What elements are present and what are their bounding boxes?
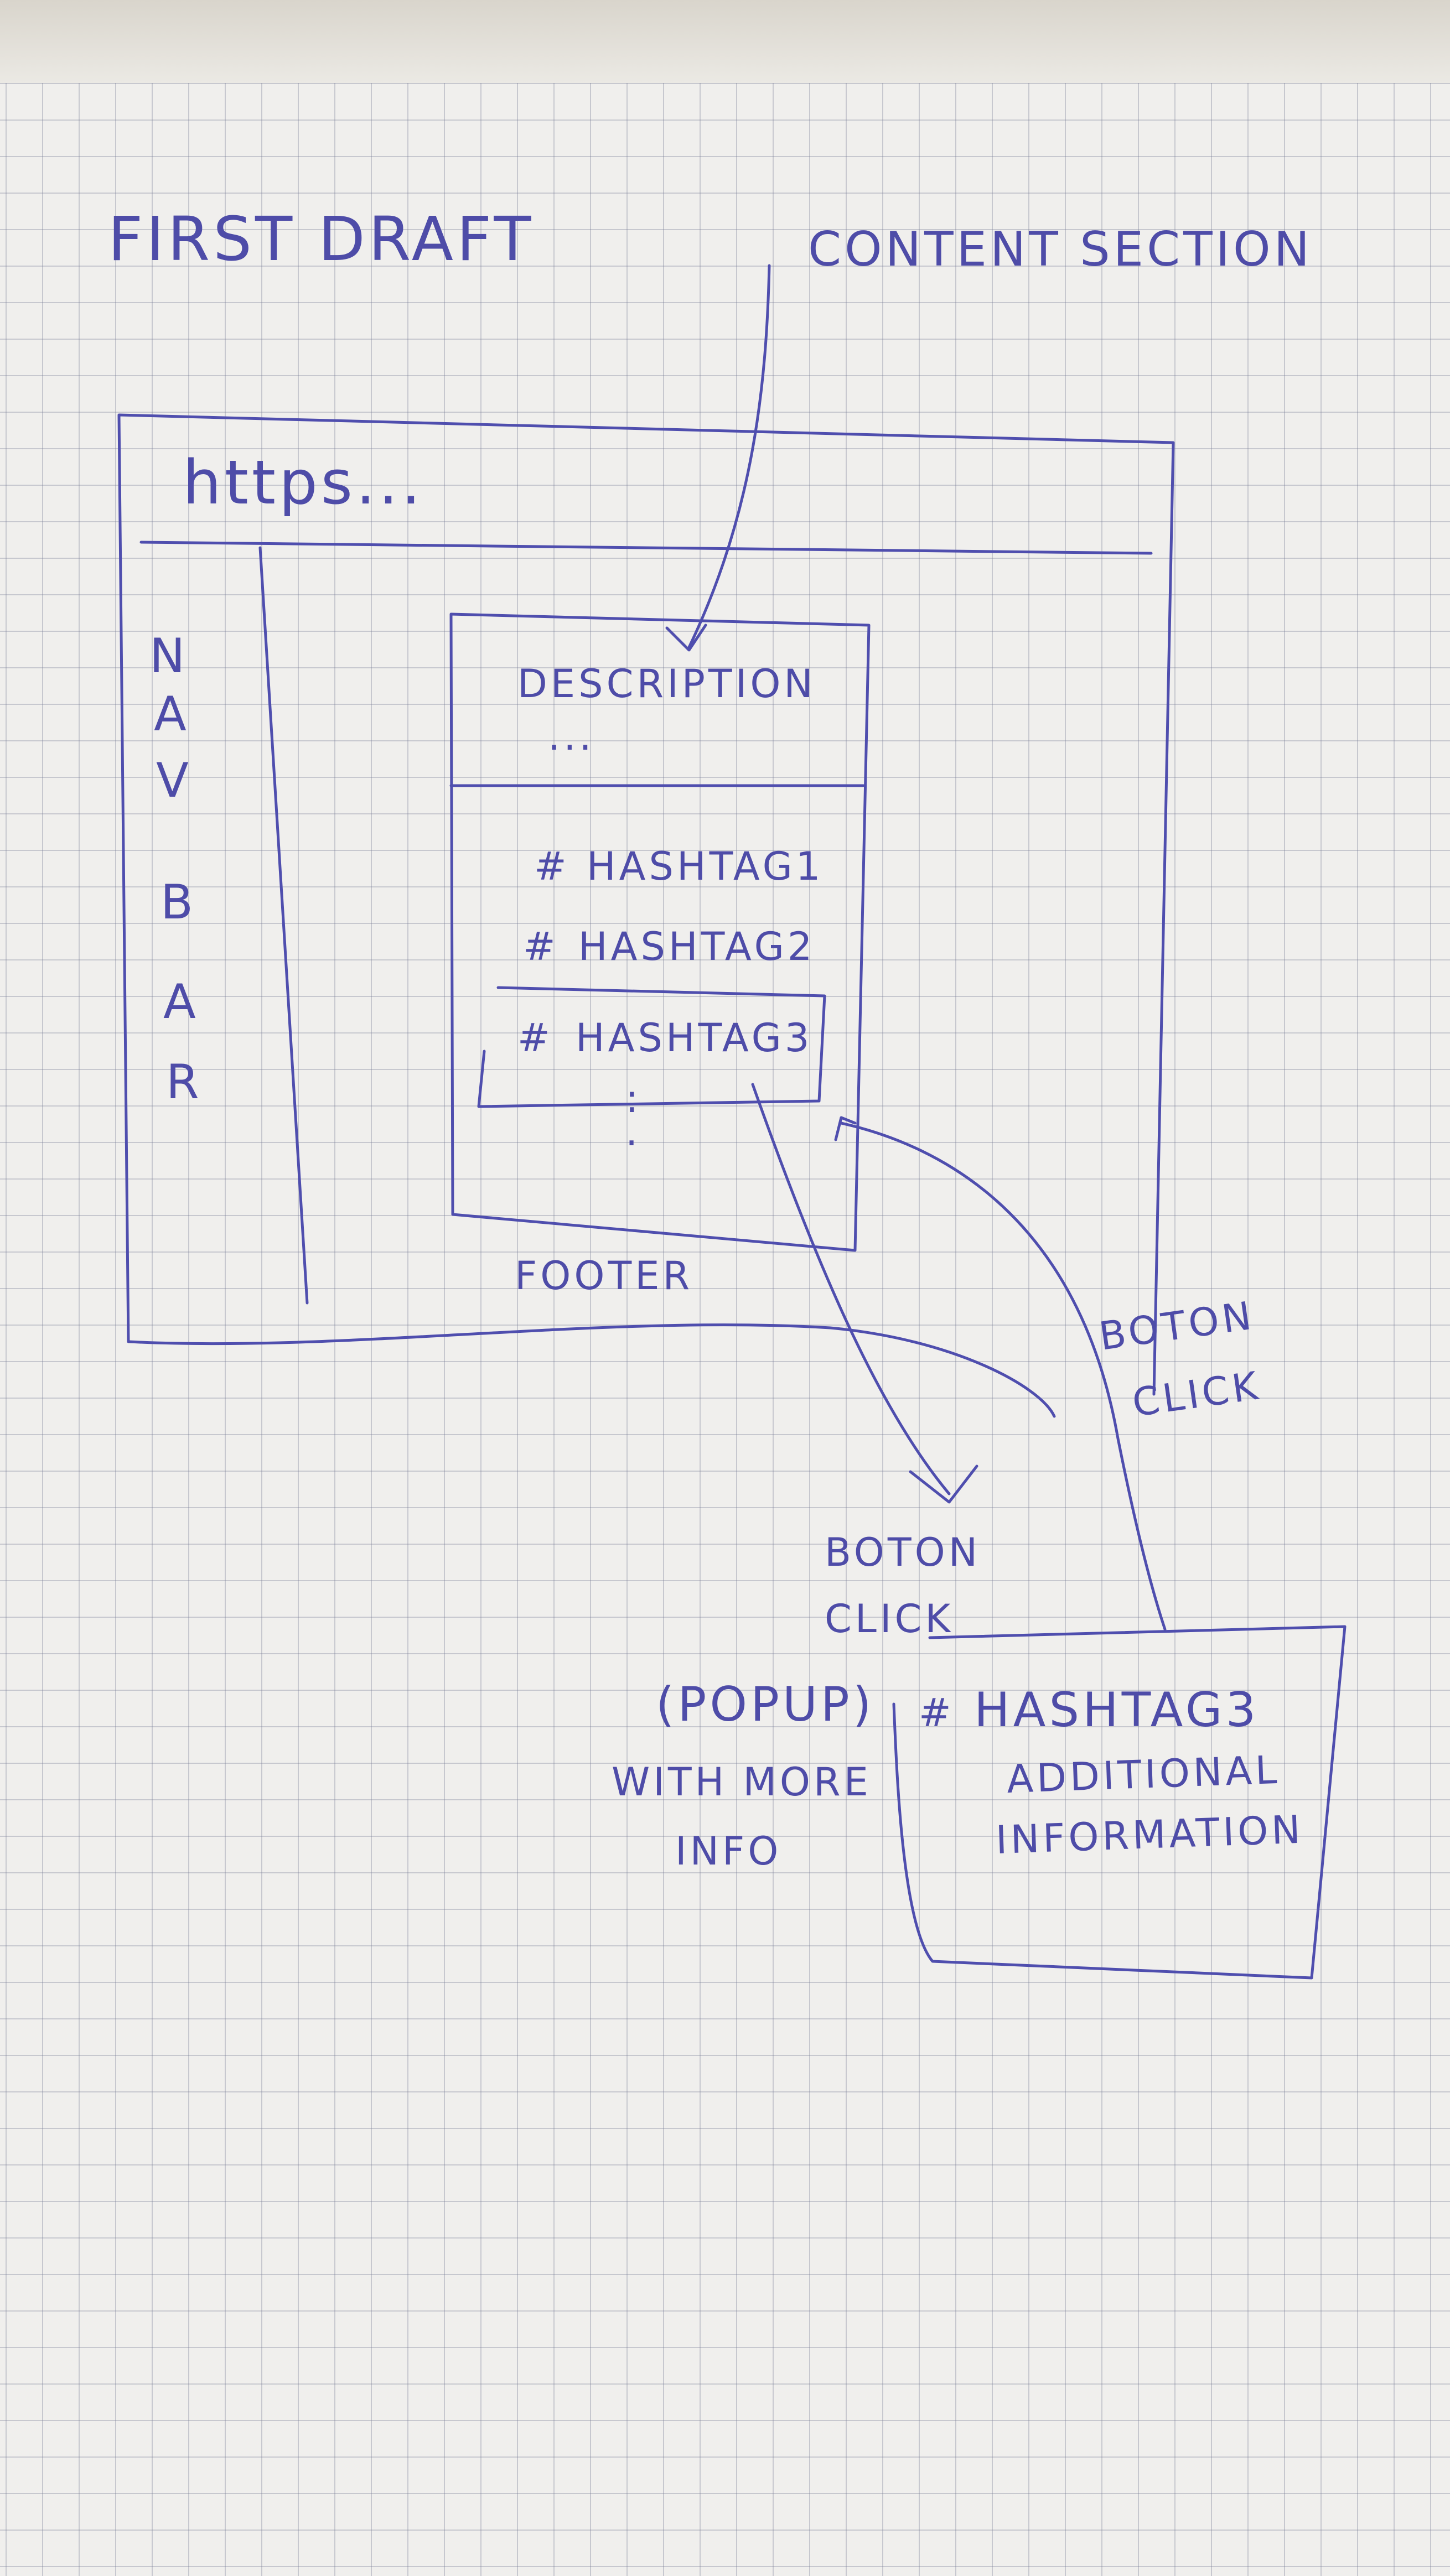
paper-shadow bbox=[0, 0, 1450, 83]
hashtag-item-1[interactable]: # HASHTAG1 bbox=[534, 844, 824, 889]
more-items-dot: . bbox=[625, 1109, 641, 1155]
button-click-note-right-2: CLICK bbox=[1130, 1363, 1263, 1426]
popup-note-3: INFO bbox=[675, 1829, 781, 1874]
nav-letter-v: V bbox=[156, 753, 192, 808]
navbar-divider bbox=[258, 546, 309, 1305]
url-bar-divider bbox=[139, 541, 1153, 555]
description-text: DESCRIPTION bbox=[517, 661, 816, 707]
hashtag-label-1: HASHTAG1 bbox=[587, 844, 824, 889]
content-section-arrowhead bbox=[665, 624, 707, 652]
footer-label: FOOTER bbox=[515, 1253, 693, 1299]
hashtag-label-2: HASHTAG2 bbox=[578, 924, 815, 969]
content-section-pointer bbox=[687, 264, 771, 649]
nav-letter-a2: A bbox=[163, 974, 199, 1030]
popup-modal[interactable]: # HASHTAG3 ADDITIONAL INFORMATION bbox=[892, 1625, 1347, 1980]
button-click-note-left-1: BOTON bbox=[825, 1530, 981, 1575]
sketch-title: FIRST DRAFT bbox=[108, 204, 535, 274]
card-to-popup-tick bbox=[834, 1116, 857, 1141]
popup-note-2: WITH MORE bbox=[612, 1759, 872, 1805]
nav-letter-r: R bbox=[166, 1055, 203, 1110]
hashtag-icon: # bbox=[517, 1015, 553, 1061]
hashtag-item-2[interactable]: # HASHTAG2 bbox=[523, 924, 815, 969]
browser-window-frame bbox=[117, 413, 1175, 1418]
description-ellipsis: ... bbox=[548, 714, 595, 759]
content-section-label: CONTENT SECTION bbox=[808, 222, 1313, 277]
hashtag3-to-popup-arrow bbox=[751, 1083, 951, 1495]
nav-letter-a: A bbox=[154, 687, 190, 742]
hashtag-icon: # bbox=[523, 924, 559, 969]
popup-frame bbox=[892, 1625, 1347, 1980]
more-items-dots: : bbox=[625, 1076, 642, 1121]
popup-body-line2: INFORMATION bbox=[995, 1807, 1304, 1863]
card-to-popup-curve bbox=[840, 1121, 1167, 1631]
hashtag-label-3: HASHTAG3 bbox=[576, 1015, 812, 1061]
nav-letter-b: B bbox=[160, 875, 196, 930]
hashtag-3-highlight-box bbox=[477, 986, 826, 1108]
hashtag-item-3[interactable]: # HASHTAG3 bbox=[477, 986, 826, 1108]
popup-hashtag-icon: # bbox=[919, 1690, 955, 1736]
content-card-frame bbox=[449, 612, 871, 1252]
url-text: https... bbox=[183, 447, 424, 518]
popup-note-1: (POPUP) bbox=[656, 1677, 874, 1732]
button-click-note-right-1: BOTON bbox=[1096, 1292, 1257, 1359]
nav-letter-n: N bbox=[149, 629, 188, 684]
hashtag3-arrowhead bbox=[909, 1464, 978, 1504]
popup-body-line1: ADDITIONAL bbox=[1006, 1747, 1281, 1802]
popup-title: HASHTAG3 bbox=[974, 1682, 1259, 1738]
button-click-note-left-2: CLICK bbox=[825, 1596, 954, 1642]
hashtag-icon: # bbox=[534, 844, 570, 889]
